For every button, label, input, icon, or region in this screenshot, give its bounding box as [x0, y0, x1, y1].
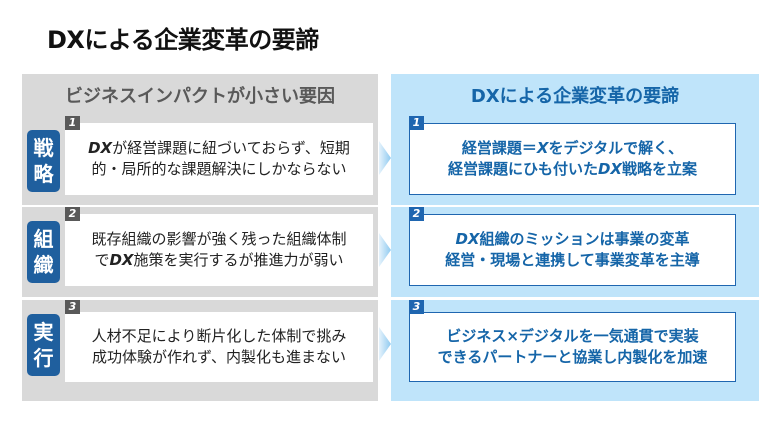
- text-box: 既存組織の影響が強く残った組織体制でDX施策を実行するが推進力が弱い: [65, 214, 373, 286]
- text-line: 的・局所的な課題解決にしかならない: [91, 159, 346, 180]
- text-segment: が経営課題に紐づいておらず、短期: [112, 139, 350, 157]
- text-line: でDX施策を実行するが推進力が弱い: [94, 250, 343, 271]
- emphasis-text: DX: [88, 139, 113, 157]
- text-line: 既存組織の影響が強く残った組織体制: [91, 229, 346, 250]
- text-segment: 戦略を立案: [622, 160, 698, 178]
- number-tag: 3: [65, 300, 80, 314]
- emphasis-text: DX: [455, 230, 480, 248]
- essentials-panel: DXによる企業変革の要諦 経営課題＝Xをデジタルで解く、経営課題にひも付いたDX…: [391, 74, 759, 401]
- emphasis-text: DX: [597, 160, 623, 178]
- number-tag: 1: [65, 116, 80, 130]
- text-segment: 既存組織の影響が強く残った組織体制: [91, 230, 347, 248]
- category-label-char: 織: [33, 253, 54, 277]
- arrow-icon: [379, 141, 391, 175]
- text-segment: 経営課題＝: [461, 139, 537, 157]
- arrow-icon: [379, 327, 391, 361]
- category-label-char: 行: [33, 346, 54, 370]
- text-segment: 経営課題にひも付いた: [447, 160, 598, 178]
- text-segment: をデジタルで解く、: [548, 139, 684, 157]
- text-segment: 経営・現場と連携して事業変革を主導: [445, 251, 700, 269]
- text-line: 経営課題＝Xをデジタルで解く、: [462, 138, 683, 159]
- text-box: 経営課題＝Xをデジタルで解く、経営課題にひも付いたDX戦略を立案: [409, 123, 736, 195]
- page-title: DXによる企業変革の要諦: [47, 26, 319, 54]
- text-box: ビジネス×デジタルを一気通貫で実装できるパートナーと協業し内製化を加速: [409, 312, 736, 382]
- text-line: ビジネス×デジタルを一気通貫で実装: [446, 326, 698, 347]
- text-segment: 的・局所的な課題解決にしかならない: [91, 160, 347, 178]
- category-label-char: 組: [33, 227, 54, 251]
- text-line: 人材不足により断片化した体制で挑み: [92, 326, 347, 347]
- number-tag: 2: [65, 207, 80, 221]
- emphasis-text: X: [536, 139, 549, 157]
- category-label-char: 実: [33, 320, 54, 344]
- category-label-char: 略: [33, 162, 54, 186]
- essentials-heading-text: DXによる企業変革の要諦: [470, 86, 680, 107]
- text-segment: 成功体験が作れず、内製化も進まない: [92, 348, 346, 366]
- text-box: 人材不足により断片化した体制で挑み成功体験が作れず、内製化も進まない: [65, 312, 373, 382]
- text-segment: で: [94, 251, 110, 269]
- emphasis-text: DX: [109, 251, 134, 269]
- text-box: DXが経営課題に紐づいておらず、短期的・局所的な課題解決にしかならない: [65, 123, 373, 195]
- text-segment: 組織のミッションは事業の変革: [479, 230, 690, 248]
- number-tag: 3: [409, 300, 424, 314]
- text-line: DXが経営課題に紐づいておらず、短期: [88, 138, 350, 159]
- text-line: できるパートナーと協業し内製化を加速: [438, 347, 708, 368]
- text-segment: 人材不足により断片化した体制で挑み: [91, 327, 347, 345]
- text-line: DX組織のミッションは事業の変革: [455, 229, 689, 250]
- text-line: 経営・現場と連携して事業変革を主導: [445, 250, 700, 271]
- text-segment: 施策を実行するが推進力が弱い: [133, 251, 344, 269]
- category-label: 組織: [27, 221, 60, 283]
- text-line: 成功体験が作れず、内製化も進まない: [92, 347, 346, 368]
- number-tag: 1: [409, 116, 424, 130]
- factors-heading: ビジネスインパクトが小さい要因: [22, 74, 378, 116]
- category-label: 戦略: [27, 130, 60, 192]
- text-segment: できるパートナーと協業し内製化を加速: [437, 348, 708, 366]
- category-label-char: 戦: [33, 136, 54, 160]
- arrow-icon: [379, 233, 391, 267]
- text-segment: ビジネス×デジタルを一気通貫で実装: [446, 327, 699, 345]
- text-box: DX組織のミッションは事業の変革経営・現場と連携して事業変革を主導: [409, 214, 736, 286]
- text-line: 経営課題にひも付いたDX戦略を立案: [448, 159, 697, 180]
- category-label: 実行: [27, 314, 60, 376]
- essentials-heading: DXによる企業変革の要諦: [391, 74, 759, 116]
- number-tag: 2: [409, 207, 424, 221]
